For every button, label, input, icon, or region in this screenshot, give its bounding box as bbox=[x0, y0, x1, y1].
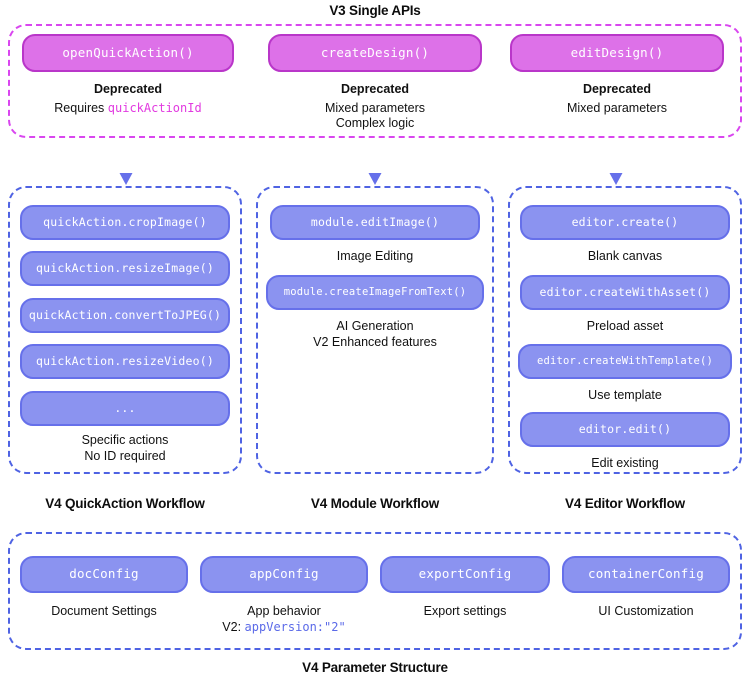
appconfig-extra-prefix: V2: bbox=[222, 620, 245, 634]
arrow-quickaction bbox=[119, 138, 133, 185]
node-module-createimagefromtext[interactable]: module.createImageFromText() bbox=[266, 275, 484, 310]
docconfig-caption: Document Settings bbox=[51, 604, 157, 618]
node-quickaction-resizevideo[interactable]: quickAction.resizeVideo() bbox=[20, 344, 230, 379]
node-openquickaction[interactable]: openQuickAction() bbox=[22, 34, 234, 72]
note-text: Requires bbox=[54, 101, 108, 115]
node-quickaction-more[interactable]: ... bbox=[20, 391, 230, 426]
node-editor-edit[interactable]: editor.edit() bbox=[520, 412, 730, 447]
node-createdesign-note-line1: Mixed parameters bbox=[324, 101, 426, 115]
editor-caption-use-template: Use template bbox=[588, 388, 662, 402]
node-editor-create[interactable]: editor.create() bbox=[520, 205, 730, 240]
node-module-editimage[interactable]: module.editImage() bbox=[270, 205, 480, 240]
arrow-module bbox=[368, 138, 382, 185]
node-containerconfig[interactable]: containerConfig bbox=[562, 556, 730, 593]
editor-caption-edit-existing: Edit existing bbox=[591, 456, 659, 470]
note-code: quickActionId bbox=[107, 101, 202, 115]
appconfig-extra-code: appVersion:"2" bbox=[244, 620, 346, 634]
node-exportconfig[interactable]: exportConfig bbox=[380, 556, 550, 593]
v4-module-title: V4 Module Workflow bbox=[310, 496, 440, 511]
node-quickaction-cropimage[interactable]: quickAction.cropImage() bbox=[20, 205, 230, 240]
editor-caption-preload-asset: Preload asset bbox=[586, 319, 664, 333]
node-editor-createwithtemplate[interactable]: editor.createWithTemplate() bbox=[518, 344, 732, 379]
quickaction-footer-line1: Specific actions bbox=[81, 433, 169, 447]
node-createdesign-note-line2: Complex logic bbox=[335, 116, 415, 130]
v4-quickaction-title: V4 QuickAction Workflow bbox=[45, 496, 205, 511]
node-editdesign-status: Deprecated bbox=[582, 82, 652, 96]
node-createdesign-status: Deprecated bbox=[340, 82, 410, 96]
node-editdesign-note: Mixed parameters bbox=[566, 101, 668, 115]
module-caption-ai-line2: V2 Enhanced features bbox=[313, 335, 437, 349]
quickaction-footer-line2: No ID required bbox=[84, 449, 166, 463]
node-quickaction-converttojpeg[interactable]: quickAction.convertToJPEG() bbox=[20, 298, 230, 333]
module-caption-ai-line1: AI Generation bbox=[336, 319, 414, 333]
exportconfig-caption: Export settings bbox=[423, 604, 507, 618]
node-createdesign[interactable]: createDesign() bbox=[268, 34, 482, 72]
editor-caption-blank-canvas: Blank canvas bbox=[587, 249, 663, 263]
appconfig-extra: V2: appVersion:"2" bbox=[190, 620, 378, 635]
v4-editor-title: V4 Editor Workflow bbox=[565, 496, 685, 511]
node-docconfig[interactable]: docConfig bbox=[20, 556, 188, 593]
node-openquickaction-note: Requires quickActionId bbox=[12, 101, 244, 116]
v4-parameter-structure-title: V4 Parameter Structure bbox=[302, 660, 448, 675]
module-caption-editing: Image Editing bbox=[336, 249, 414, 263]
containerconfig-caption: UI Customization bbox=[598, 604, 694, 618]
node-quickaction-resizeimage[interactable]: quickAction.resizeImage() bbox=[20, 251, 230, 286]
node-editor-createwithasset[interactable]: editor.createWithAsset() bbox=[520, 275, 730, 310]
appconfig-caption: App behavior bbox=[247, 604, 321, 618]
node-openquickaction-status: Deprecated bbox=[93, 82, 163, 96]
node-editdesign[interactable]: editDesign() bbox=[510, 34, 724, 72]
page-title: V3 Single APIs bbox=[329, 3, 421, 18]
node-appconfig[interactable]: appConfig bbox=[200, 556, 368, 593]
arrow-editor bbox=[609, 138, 623, 185]
